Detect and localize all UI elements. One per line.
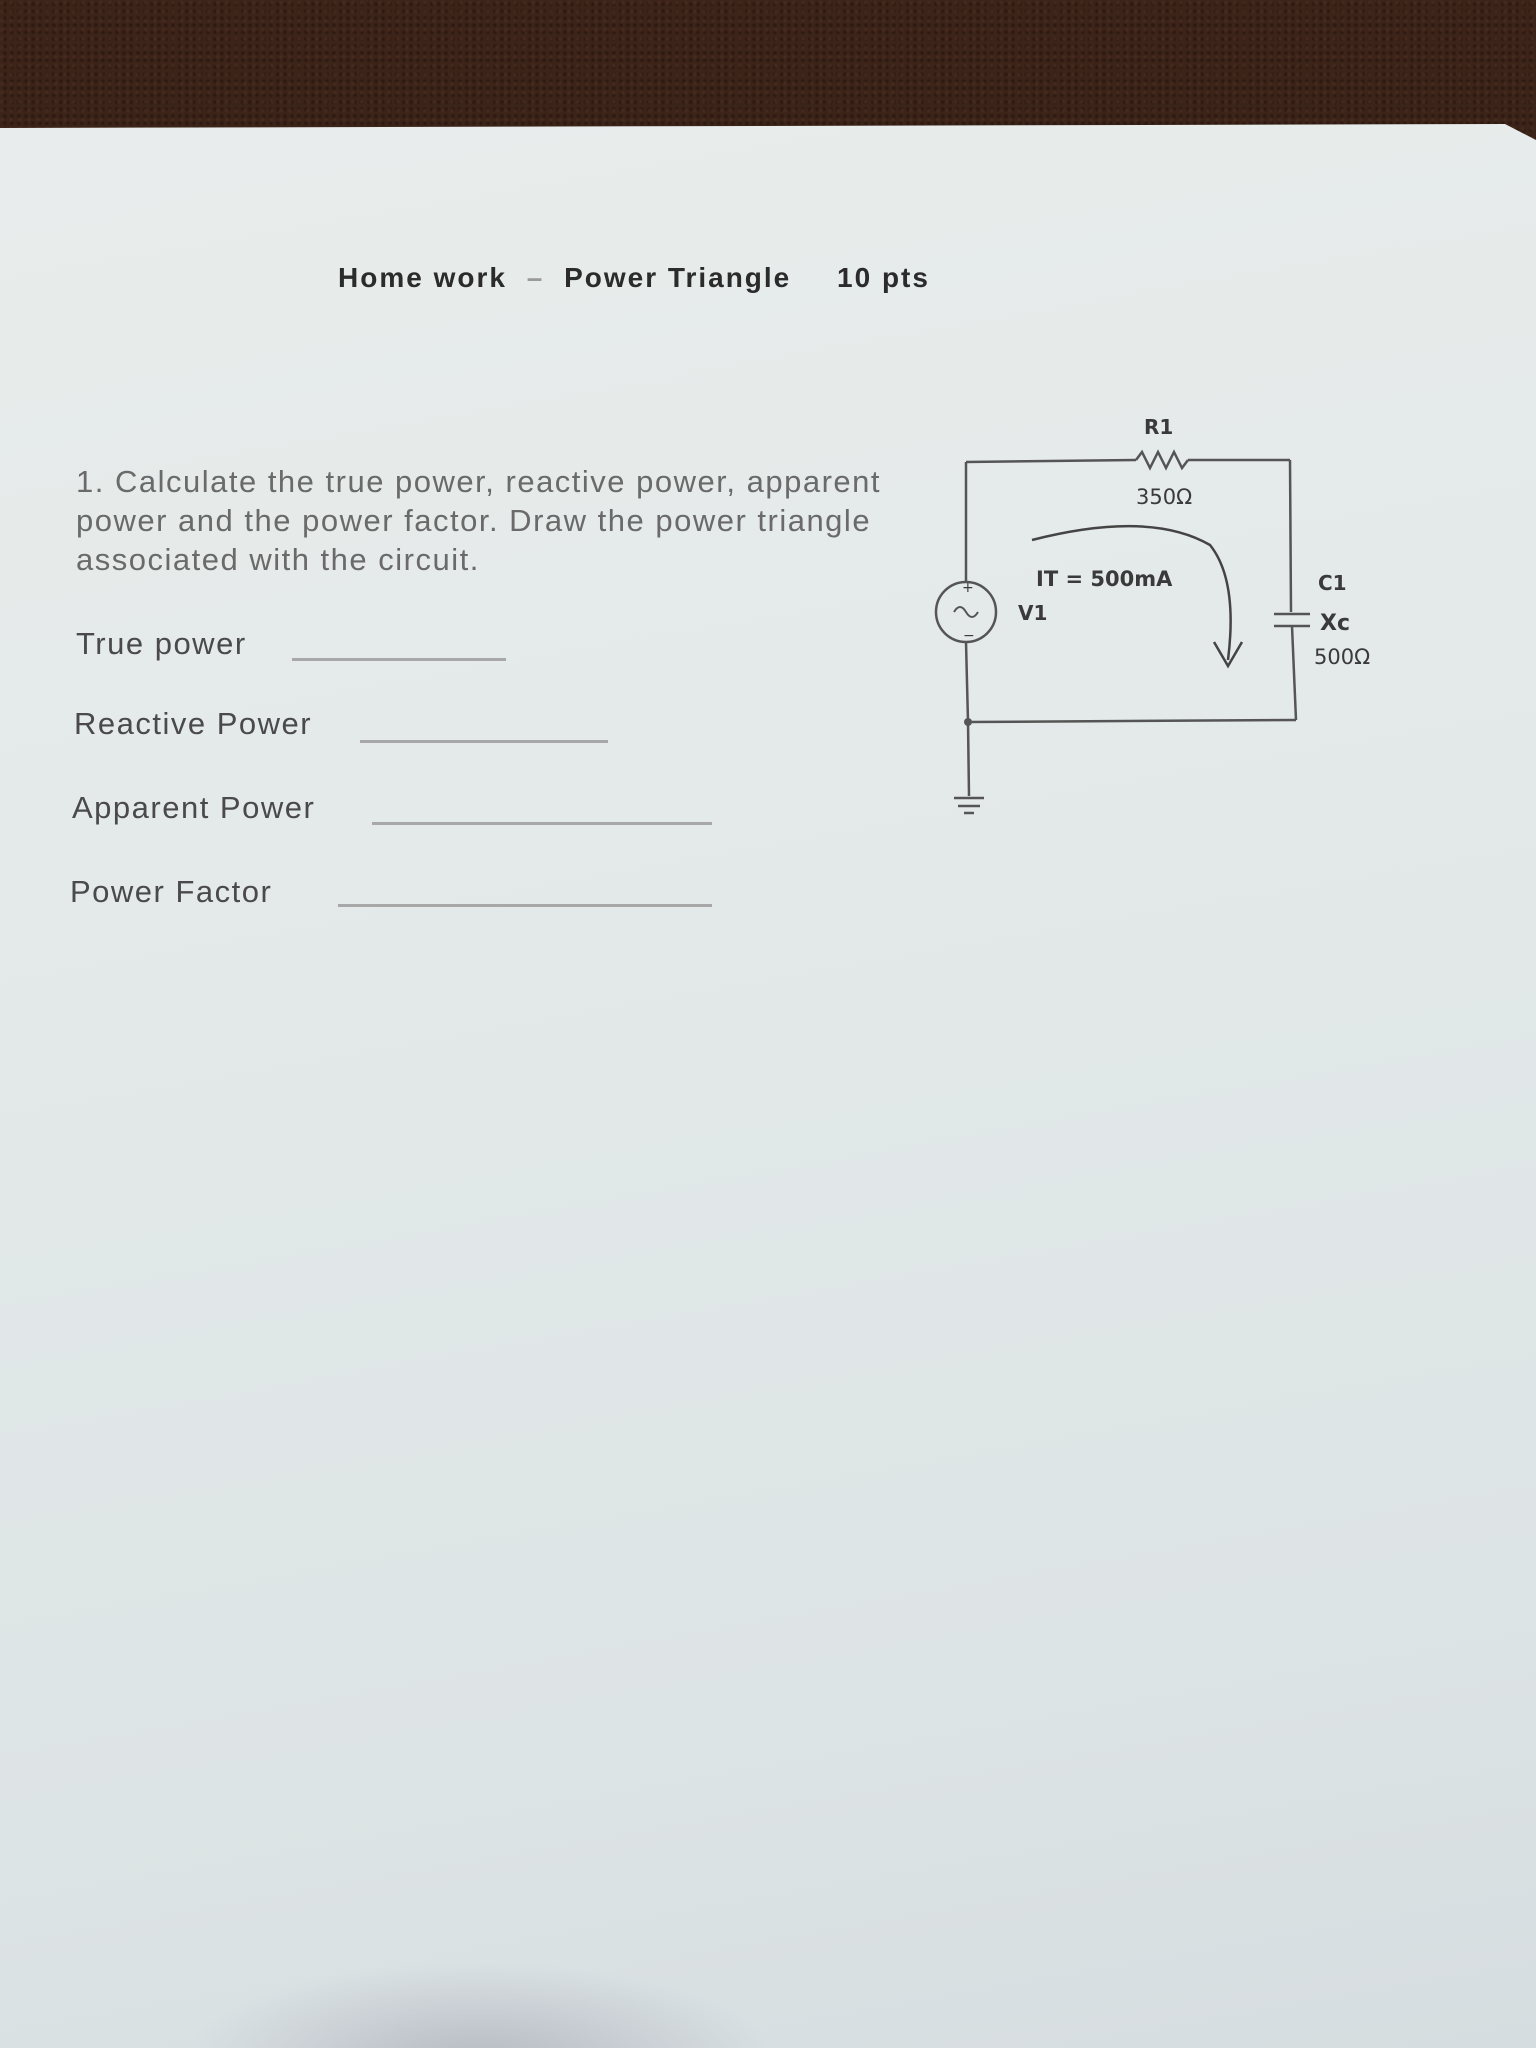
- source-name-label: V1: [1018, 601, 1047, 625]
- current-label: IT = 500mA: [1036, 567, 1173, 591]
- title-home-work: Home work: [338, 262, 507, 293]
- current-loop-arrow: [1031, 524, 1232, 661]
- wire-to-ground: [966, 721, 971, 797]
- wire-top-left: [965, 458, 1137, 464]
- wire-right-lower: [1290, 625, 1298, 721]
- wire-bottom: [967, 718, 1297, 724]
- title-separator: –: [526, 262, 545, 293]
- answer-blank-reactive-power[interactable]: [360, 740, 608, 743]
- answer-blank-true-power[interactable]: [292, 658, 506, 661]
- r1-name-label: R1: [1144, 415, 1173, 439]
- field-label-apparent-power: Apparent Power: [72, 790, 316, 825]
- worksheet-title: Home work – Power Triangle 10 pts: [338, 262, 930, 294]
- field-label-true-power: True power: [76, 626, 247, 661]
- junction-dot: [964, 718, 972, 726]
- c1-reactance-label: Xc: [1320, 611, 1350, 636]
- source-minus-sign: −: [963, 628, 975, 644]
- field-label-reactive-power: Reactive Power: [74, 706, 313, 741]
- question-text: 1. Calculate the true power, reactive po…: [76, 464, 881, 577]
- ac-source-sine: [953, 606, 979, 618]
- ground-symbol: [954, 796, 984, 815]
- source-plus-sign: +: [962, 580, 974, 596]
- field-label-power-factor: Power Factor: [70, 874, 273, 909]
- r1-value-label: 350Ω: [1136, 485, 1192, 509]
- resistor-r1-symbol: [1135, 449, 1189, 471]
- c1-value-label: 500Ω: [1314, 645, 1370, 669]
- title-power-triangle: Power Triangle: [564, 262, 792, 293]
- wire-right-upper: [1288, 459, 1293, 613]
- c1-name-label: C1: [1318, 571, 1347, 595]
- answer-blank-apparent-power[interactable]: [372, 822, 712, 825]
- answer-blank-power-factor[interactable]: [338, 904, 712, 907]
- current-arrowhead: [1212, 641, 1244, 669]
- wire-left-lower: [964, 641, 970, 723]
- title-points: 10 pts: [837, 262, 930, 293]
